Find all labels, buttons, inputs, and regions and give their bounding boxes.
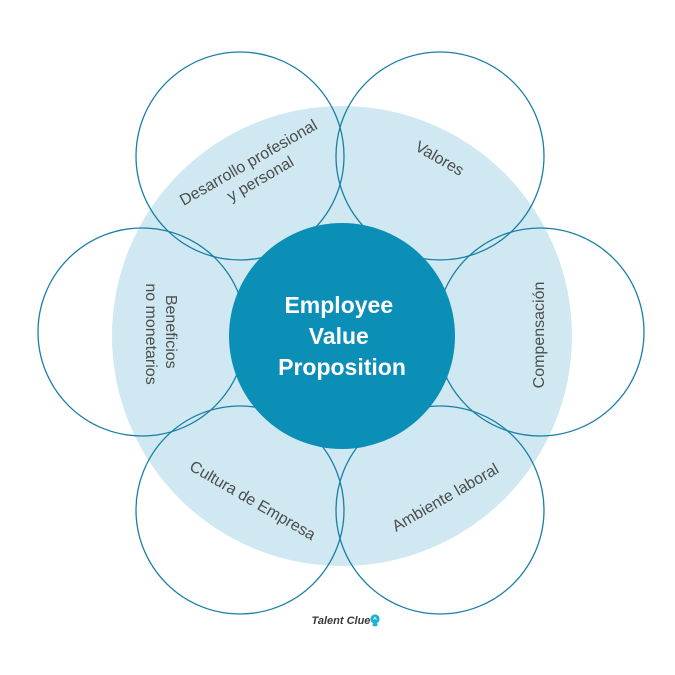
brand-name: Talent Clue <box>312 615 371 627</box>
center-title: Employee Value Proposition <box>278 292 406 380</box>
petal-circle-valores <box>335 51 545 261</box>
lightbulb-icon <box>370 614 380 627</box>
center-title-line-2: Value <box>309 323 369 349</box>
center-title-line-1: Employee <box>284 292 393 318</box>
petal-circle-cultura <box>135 405 345 615</box>
center-disc <box>229 223 455 449</box>
petal-circle-ambiente <box>335 405 545 615</box>
petal-circle-desarrollo <box>135 51 345 261</box>
petal-label-beneficios-line-1: Beneficios <box>162 295 179 369</box>
petal-label-beneficios-line-2: no monetarios <box>142 283 159 384</box>
petal-label-beneficios: Beneficios no monetarios <box>142 283 179 384</box>
center-title-line-3: Proposition <box>278 354 406 380</box>
petal-label-compensacion: Compensación <box>531 282 548 389</box>
